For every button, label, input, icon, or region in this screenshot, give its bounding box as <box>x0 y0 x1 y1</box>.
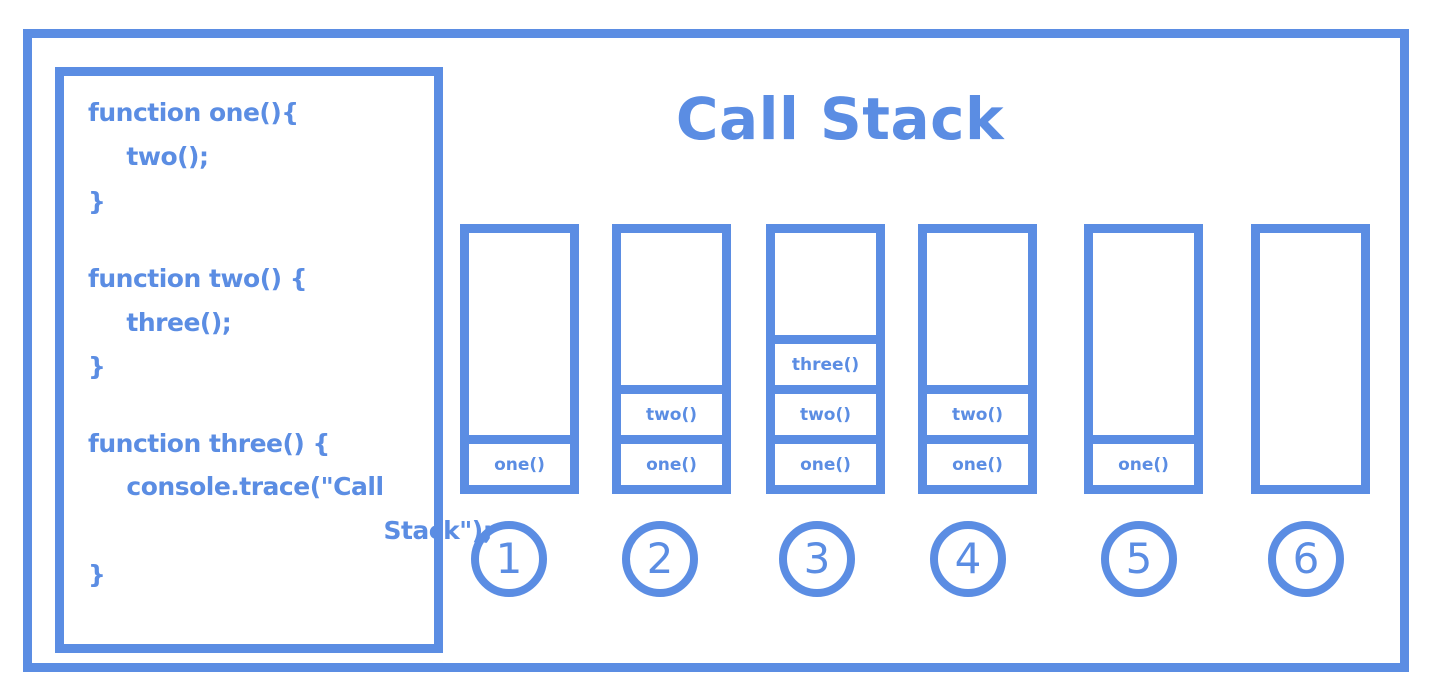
stack-frame: three() <box>766 335 885 394</box>
code-line: } <box>88 187 106 216</box>
stack-frame-label: two() <box>951 404 1004 425</box>
stack-frame: one() <box>1084 435 1203 494</box>
stack-frame-label: one() <box>646 454 697 475</box>
call-stack-box: one() <box>460 224 579 494</box>
code-line: } <box>88 352 106 381</box>
step-number-badge: 6 <box>1268 521 1344 597</box>
code-line: function three() { <box>88 429 330 458</box>
code-line: console.trace("Call <box>110 472 384 501</box>
stack-frame-label: one() <box>952 454 1003 475</box>
call-stack-box <box>1251 224 1370 494</box>
diagram-frame <box>23 29 1409 672</box>
step-number-badge: 5 <box>1101 521 1177 597</box>
code-line: } <box>88 560 106 589</box>
stack-frame-label: one() <box>1118 454 1169 475</box>
code-line: three(); <box>110 308 232 337</box>
step-number-badge: 1 <box>471 521 547 597</box>
step-number-badge: 3 <box>779 521 855 597</box>
stack-frame: two() <box>918 385 1037 444</box>
call-stack-box: one() two() three() <box>766 224 885 494</box>
stack-frame-label: two() <box>645 404 698 425</box>
stack-frame-label: one() <box>494 454 545 475</box>
code-line: function one(){ <box>88 98 299 127</box>
call-stack-box: one() two() <box>612 224 731 494</box>
code-line: two(); <box>110 142 209 171</box>
stack-frame-label: two() <box>799 404 852 425</box>
call-stack-box: one() <box>1084 224 1203 494</box>
code-panel <box>55 67 443 653</box>
diagram-title: Call Stack <box>675 85 1005 153</box>
code-line: Stack"); <box>244 516 493 545</box>
stack-frame: one() <box>460 435 579 494</box>
step-number-badge: 2 <box>622 521 698 597</box>
stack-frame: two() <box>612 385 731 444</box>
call-stack-box: one() two() <box>918 224 1037 494</box>
code-line: function two() { <box>88 264 308 293</box>
stack-frame-label: one() <box>800 454 851 475</box>
stack-frame-label: three() <box>791 354 860 375</box>
step-number-badge: 4 <box>930 521 1006 597</box>
